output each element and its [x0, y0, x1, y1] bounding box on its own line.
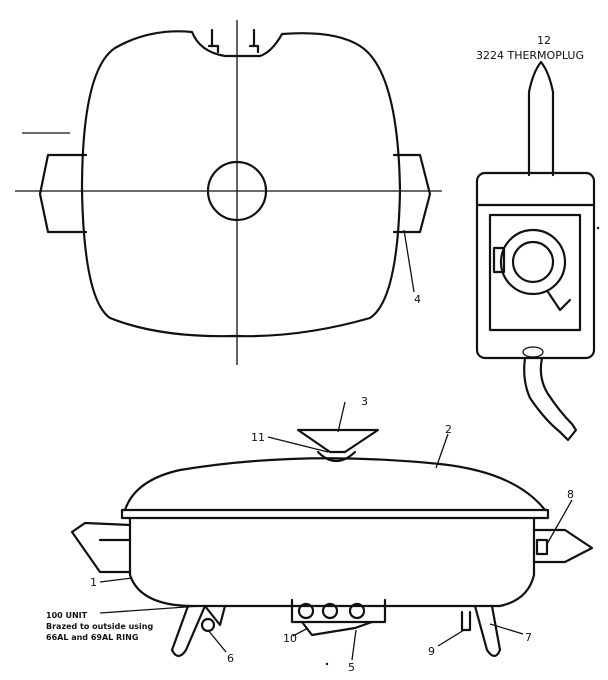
side-right-handle	[532, 528, 594, 564]
cover-knob-base	[316, 450, 357, 463]
side-view	[70, 401, 594, 666]
cover-knob	[296, 428, 380, 454]
right-leg	[473, 604, 502, 658]
leader-8	[546, 499, 573, 545]
left-leg-screw	[200, 617, 216, 633]
left-leg-foot	[203, 604, 227, 627]
thermoplug-probe	[527, 60, 555, 177]
thermoplug-view	[475, 60, 600, 442]
thermoplug-cord-edge	[539, 356, 574, 426]
leader-6	[207, 629, 227, 653]
note-line-1: 100 UNIT	[46, 611, 88, 620]
cover	[123, 457, 547, 512]
callout-8: 8	[567, 488, 574, 501]
top-view	[15, 20, 442, 365]
thermoplug-number: 12	[537, 34, 551, 47]
callout-9: 9	[428, 645, 435, 658]
leader-1	[99, 577, 133, 583]
heating-unit-bracket	[290, 598, 387, 624]
top-view-right-handle	[392, 153, 432, 234]
heating-unit-terminal-3	[348, 602, 366, 620]
cover-rim	[120, 508, 550, 520]
thermoplug-pointer	[546, 290, 572, 312]
callout-6: 6	[227, 652, 234, 665]
heat-control-socket	[535, 538, 549, 556]
thermoplug-indicator	[492, 246, 506, 274]
leader-9	[437, 629, 465, 647]
callout-4: 4	[414, 293, 421, 306]
top-view-body	[80, 30, 402, 338]
callout-7: 7	[525, 631, 532, 644]
callout-5: 5	[348, 661, 355, 674]
leader-7	[489, 623, 524, 635]
callout-1: 1	[90, 576, 97, 589]
callout-10: 10	[283, 632, 297, 645]
thermoplug-cord-end	[558, 422, 578, 442]
callout-2: 2	[445, 423, 452, 436]
leader-2	[435, 433, 449, 469]
heating-unit-terminal-1	[297, 602, 315, 620]
thermoplug-dot	[596, 226, 600, 230]
leader-11	[267, 436, 329, 453]
thermoplug-title: 3224 THERMOPLUG	[476, 49, 584, 62]
top-view-left-handle	[38, 153, 88, 234]
thermoplug-face	[488, 213, 582, 332]
thermoplug-cord	[523, 356, 562, 434]
note-line-3: 66AL and 69AL RING	[46, 633, 138, 642]
thermoplug-dial-inner	[511, 240, 555, 284]
terminal-pin-right	[248, 28, 260, 54]
leader-4	[403, 229, 415, 293]
leader-5	[351, 629, 357, 661]
thermoplug-cord-grommet	[522, 346, 544, 358]
callout-3: 3	[361, 395, 368, 408]
callout-11: 11	[251, 431, 265, 444]
heating-unit-clip	[300, 620, 374, 637]
right-leg-screw	[460, 610, 472, 632]
leader-10	[292, 627, 309, 637]
note-line-2: Brazed to outside using	[46, 622, 153, 631]
left-leg	[170, 604, 207, 658]
side-left-handle	[70, 521, 132, 574]
thermoplug-body	[475, 171, 596, 360]
terminal-pin-left	[207, 28, 220, 54]
leader-3	[337, 401, 346, 433]
thermoplug-dial-outer	[499, 228, 567, 296]
leader-100-unit	[99, 605, 201, 614]
heating-unit-terminal-2	[321, 602, 339, 620]
pan-body	[128, 516, 536, 608]
bottom-dot	[325, 662, 329, 666]
